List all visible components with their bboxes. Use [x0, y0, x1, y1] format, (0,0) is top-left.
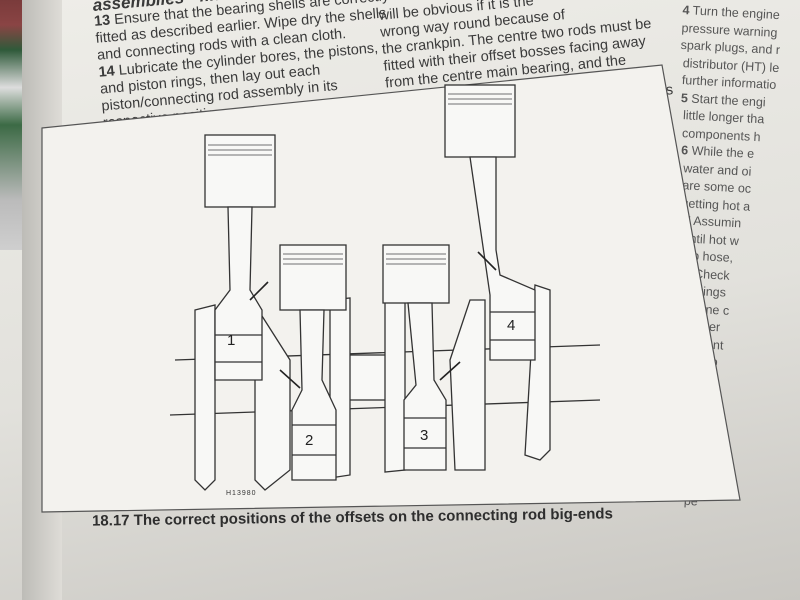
offset-arrows [249, 251, 497, 389]
piston-assembly-3 [382, 244, 450, 471]
piston-assembly-1 [204, 134, 276, 381]
assembly-label-1: 1 [227, 332, 235, 349]
crank-web [524, 284, 551, 461]
arrow-icon [477, 251, 497, 271]
arrow-icon [279, 369, 301, 389]
piston-assembly-4 [444, 84, 536, 361]
crank-web [194, 304, 216, 491]
assembly-label-2: 2 [305, 432, 313, 449]
adjacent-book-edge [0, 0, 22, 250]
crank-web [449, 299, 486, 471]
crank-web [384, 289, 406, 473]
arrow-icon [439, 361, 461, 381]
arrow-icon [249, 281, 269, 301]
figure-id: H13980 [226, 490, 257, 497]
crank-web [254, 302, 291, 491]
assembly-label-3: 3 [420, 427, 428, 444]
assembly-label-4: 4 [507, 317, 515, 334]
piston-assembly-2 [279, 244, 347, 481]
